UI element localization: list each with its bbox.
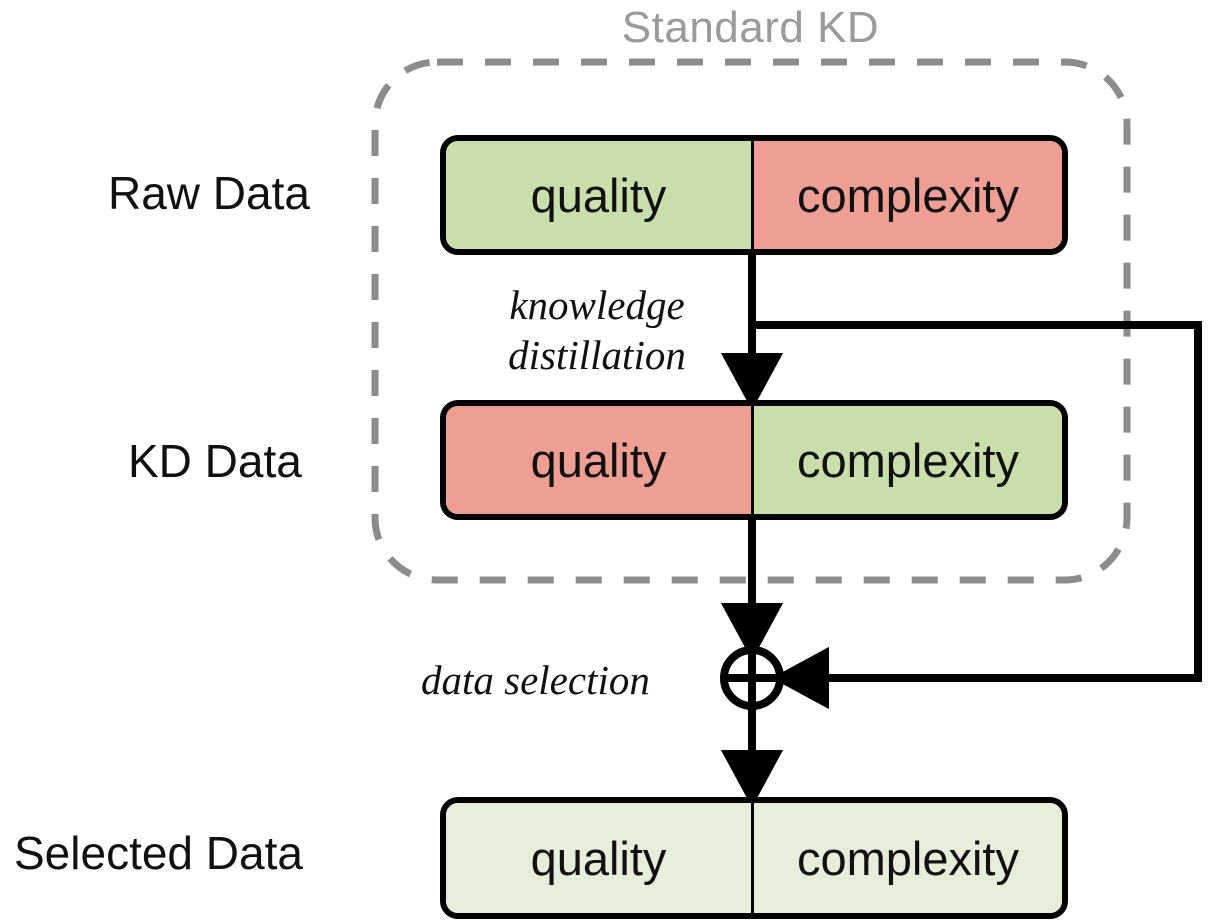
- raw-data-complexity-cell: complexity: [754, 141, 1062, 249]
- edge-kd-branch-to-operator: [752, 321, 1202, 710]
- selected-data-bar: quality complexity: [440, 797, 1068, 919]
- row-label-kd-data: KD Data: [128, 435, 302, 487]
- edge-label-knowledge-distillation: knowledge distillation: [487, 280, 707, 380]
- raw-data-bar: quality complexity: [440, 135, 1068, 255]
- row-label-raw-data: Raw Data: [108, 167, 310, 219]
- kd-data-quality-cell: quality: [446, 406, 754, 514]
- edge-label-data-selection: data selection: [421, 657, 650, 703]
- selected-data-quality-cell: quality: [446, 803, 754, 913]
- selected-data-complexity-cell: complexity: [754, 803, 1062, 913]
- group-title: Standard KD: [621, 3, 880, 52]
- circled-plus-icon: [720, 646, 784, 710]
- kd-data-complexity-cell: complexity: [754, 406, 1062, 514]
- kd-data-bar: quality complexity: [440, 400, 1068, 520]
- edge-label-knowledge-distillation-line1: knowledge: [509, 282, 685, 328]
- edge-label-knowledge-distillation-line2: distillation: [508, 332, 686, 379]
- raw-data-quality-cell: quality: [446, 141, 754, 249]
- row-label-selected-data: Selected Data: [14, 827, 303, 879]
